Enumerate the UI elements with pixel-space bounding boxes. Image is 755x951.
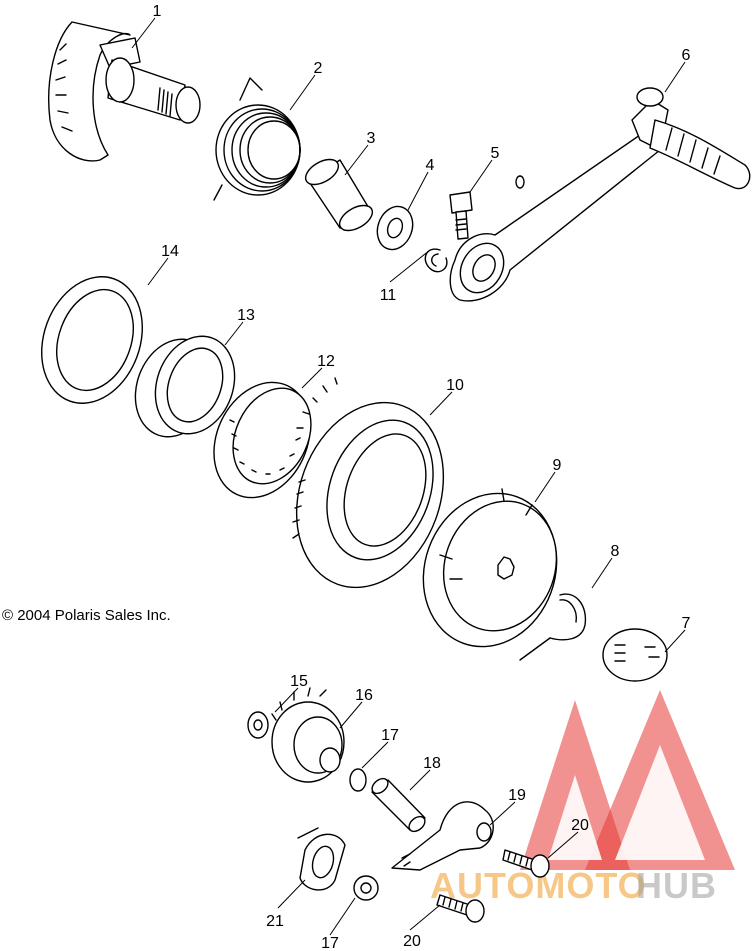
label-part-3: 3 [367,130,376,147]
part-9-ratchet-plate [422,488,558,648]
part-20-bolt-lower [436,894,485,923]
part-13-bearing-race [134,335,236,438]
label-part-21: 21 [266,913,284,930]
part-6-kick-lever [449,87,751,302]
part-number-labels: 1 2 3 4 5 6 11 14 13 12 10 9 8 7 15 16 1… [153,3,691,951]
watermark-text-hub: HUB [636,865,717,906]
label-part-15: 15 [290,673,308,690]
label-part-1: 1 [153,3,162,20]
part-5-bolt [449,191,473,240]
part-1-kickstart-shaft [48,21,201,162]
part-3-collar [304,158,374,232]
part-4-washer [376,205,414,251]
label-part-10: 10 [446,377,464,394]
label-part-7: 7 [682,615,691,632]
part-2-return-spring [213,77,301,201]
part-17-washer-upper [349,768,367,792]
label-part-17-lower: 17 [321,935,339,951]
label-part-11: 11 [380,287,397,304]
label-part-14: 14 [161,243,179,260]
part-17-washer-lower [353,875,379,901]
part-21-link-plate [297,827,346,891]
label-part-8: 8 [611,543,620,560]
part-19-lever-plate [391,801,494,871]
part-8-ratchet-spring [519,593,587,661]
part-11-snap-ring [424,248,448,273]
label-part-2: 2 [314,60,323,77]
part-10-ring-gear [292,377,445,589]
leader-lines [131,17,686,936]
label-part-19: 19 [508,787,526,804]
label-part-4: 4 [426,157,435,174]
label-part-17-upper: 17 [381,727,399,744]
part-7-guide [602,628,668,682]
label-part-13: 13 [237,307,255,324]
part-16-idler-gear [271,687,345,783]
label-part-16: 16 [355,687,373,704]
part-18-shaft [371,777,426,833]
label-part-20-right: 20 [571,817,589,834]
part-20-bolt-right [502,849,550,878]
watermark-logo: AUTOMOTO HUB [430,690,735,906]
label-part-18: 18 [423,755,441,772]
label-part-9: 9 [553,457,562,474]
part-15-washer [247,711,269,739]
label-part-20-lower: 20 [403,933,421,950]
label-part-6: 6 [682,47,691,64]
part-12-needle-bearing [213,381,312,499]
label-part-12: 12 [317,353,335,370]
copyright-notice: © 2004 Polaris Sales Inc. [2,607,171,624]
part-14-thrust-ring [41,276,143,404]
label-part-5: 5 [491,145,500,162]
